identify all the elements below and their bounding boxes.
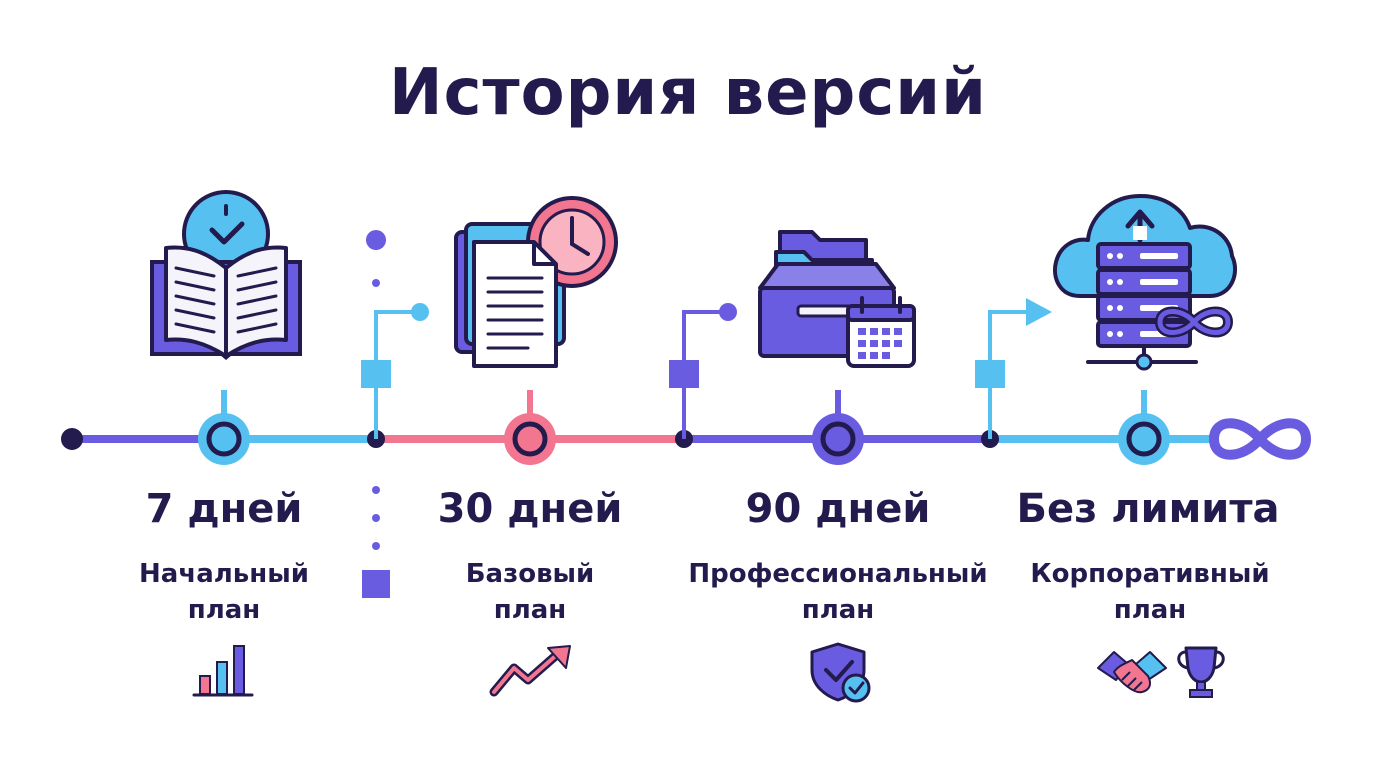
handshake-icon — [1097, 651, 1167, 694]
tier-plan-suffix: план — [187, 595, 261, 625]
milestone-node-2 — [504, 390, 556, 465]
tier-plan-suffix: план — [1113, 595, 1187, 625]
tier-plan-name: Корпоративный — [1030, 559, 1270, 589]
open-book-clock-icon — [150, 190, 302, 360]
file-archive-calendar-icon — [758, 230, 916, 368]
milestone-node-4 — [1118, 390, 1170, 465]
timeline — [61, 390, 1311, 465]
tier-plan-4: Корпоративный план — [970, 556, 1330, 628]
tier-plan-name: Базовый — [465, 559, 595, 589]
trend-up-arrow-icon — [489, 645, 571, 697]
tier-plan-name: Профессиональный — [688, 559, 988, 589]
trophy-icon — [1177, 646, 1225, 698]
tier-duration-4: Без лимита — [1016, 486, 1280, 532]
connector-1 — [361, 230, 429, 598]
tier-plan-1: Начальный план — [44, 556, 404, 628]
milestone-node-3 — [812, 390, 864, 465]
tier-plan-suffix: план — [801, 595, 875, 625]
shield-check-icon — [810, 642, 871, 703]
tier-plan-2: Базовый план — [350, 556, 710, 628]
tier-duration-1: 7 дней — [145, 486, 303, 532]
milestone-node-1 — [198, 390, 250, 465]
timeline-start-dot — [61, 428, 83, 450]
connector-3 — [975, 298, 1052, 439]
tier-plan-3: Профессиональный план — [658, 556, 1018, 628]
connector-2 — [669, 303, 737, 439]
infinity-end-icon — [1209, 418, 1311, 460]
tier-duration-3: 90 дней — [745, 486, 931, 532]
page-title: История версий — [389, 56, 987, 130]
bar-chart-icon — [192, 645, 254, 697]
tier-plan-suffix: план — [493, 595, 567, 625]
tier-duration-2: 30 дней — [437, 486, 623, 532]
tier-plan-name: Начальный — [139, 559, 309, 589]
documents-clock-icon — [454, 196, 618, 368]
cloud-server-infinity-icon — [1053, 194, 1237, 371]
